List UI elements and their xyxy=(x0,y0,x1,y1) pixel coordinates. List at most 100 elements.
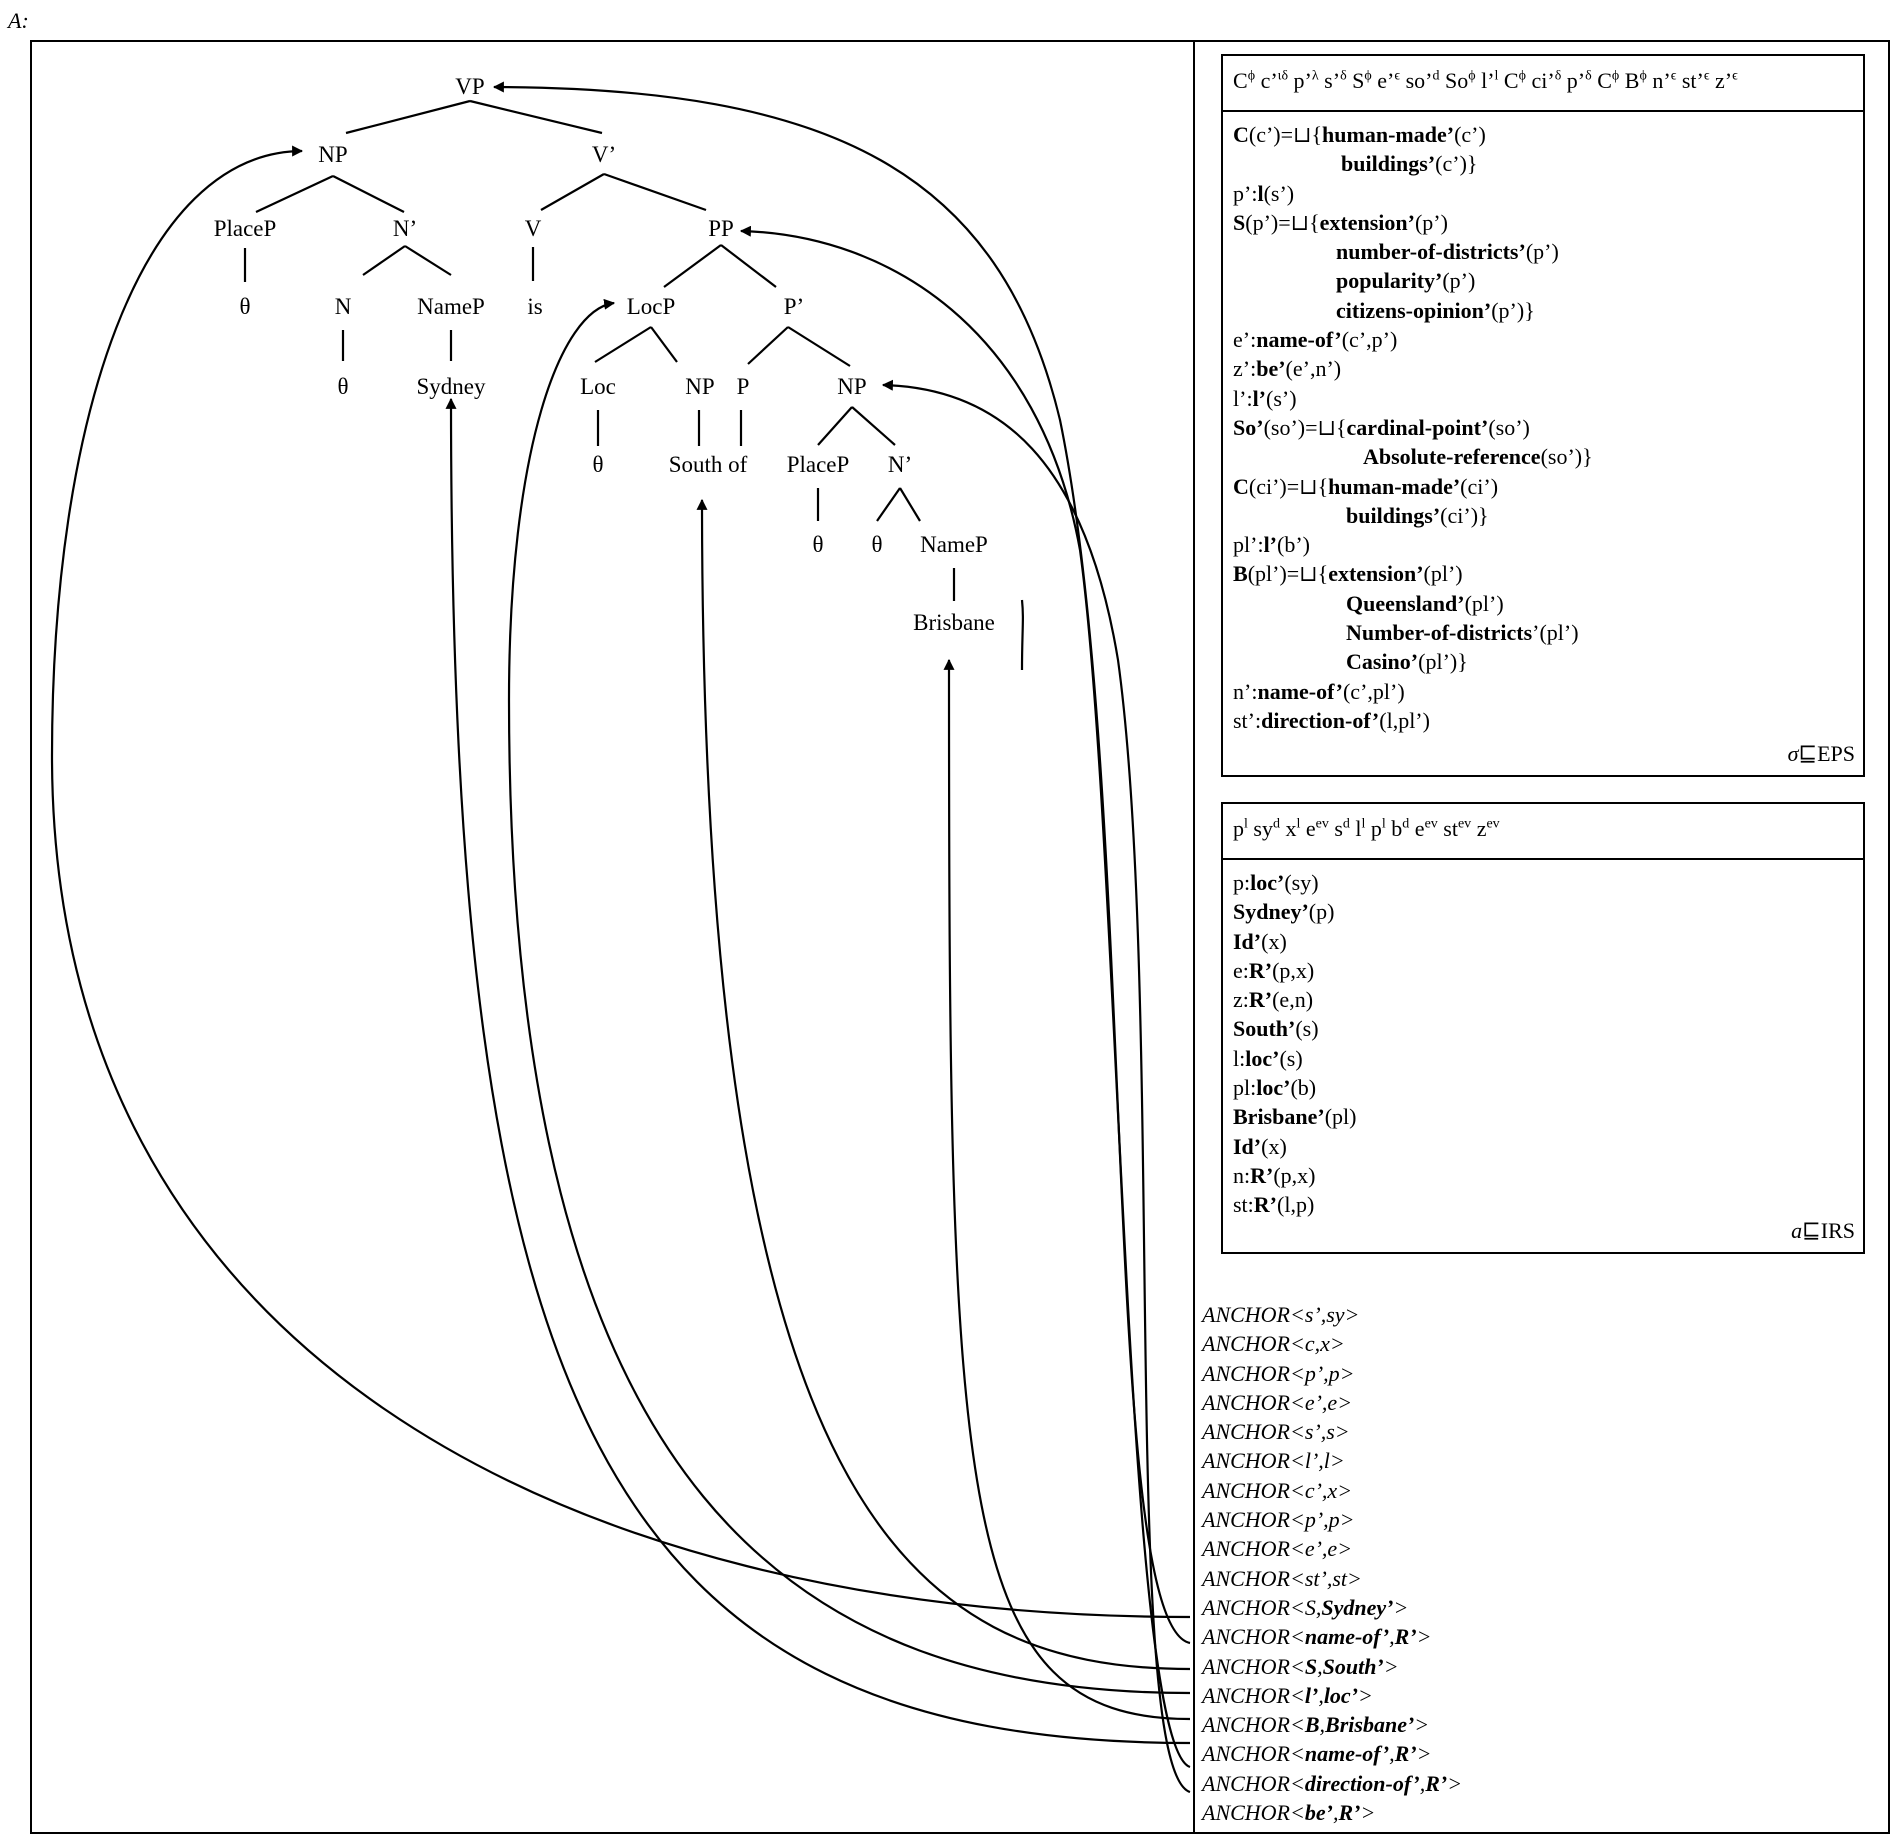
anchor-arrow-direction-of-pp xyxy=(739,225,1191,1769)
condition-line: n:R’(p,x) xyxy=(1233,1162,1316,1188)
condition-line: S(p’)=⊔{extension’(p’) xyxy=(1233,209,1448,235)
anchor-line: ANCHOR<s’,s> xyxy=(1202,1419,1350,1445)
condition-line: p:loc’(sy) xyxy=(1233,870,1319,895)
tree-node-np1: NP xyxy=(318,142,347,167)
tree-edge xyxy=(362,245,406,276)
figure-frame xyxy=(30,40,1890,1834)
condition-line: C(c’)=⊔{human-made’(c’) xyxy=(1233,122,1486,147)
condition-line: l’:l’(s’) xyxy=(1233,385,1297,411)
eps-conditions: C(c’)=⊔{human-made’(c’) buildings’(c’)} p’… xyxy=(1223,112,1863,735)
tree-node-sydney: Sydney xyxy=(417,374,487,399)
irs-label: a⊑IRS xyxy=(1791,1218,1855,1243)
anchor-line: ANCHOR<l’,loc’> xyxy=(1202,1682,1373,1708)
condition-line: Queensland’(pl’) xyxy=(1346,590,1504,616)
condition-line: C(ci’)=⊔{human-made’(ci’) xyxy=(1233,473,1499,499)
tree-edge xyxy=(255,175,334,213)
condition-line: B(pl’)=⊔{extension’(pl’) xyxy=(1233,561,1463,587)
tree-node-nbar2: N’ xyxy=(888,452,912,477)
condition-line: popularity’(p’) xyxy=(1336,268,1476,294)
anchor-line: ANCHOR<name-of’,R’> xyxy=(1202,1741,1432,1767)
tree-edge xyxy=(817,406,853,446)
tree-node-locp: LocP xyxy=(627,294,676,319)
tree-edge xyxy=(332,175,405,213)
condition-line: citizens-opinion’(p’)} xyxy=(1336,297,1535,323)
anchor-arrow-brisbane-np xyxy=(943,658,1191,1721)
eps-header: Cϕ c’ιδ p’λ s’δ Sϕ e’ϵ so’d Soϕ l’l Cϕ c… xyxy=(1223,56,1863,112)
tree-node-n1: N xyxy=(335,294,352,319)
tree-edge xyxy=(663,244,722,288)
tree-edge xyxy=(876,487,901,522)
tree-node-theta1: θ xyxy=(239,294,250,319)
anchor-line: ANCHOR<p’,p> xyxy=(1202,1507,1355,1533)
condition-line: Sydney’(p) xyxy=(1233,899,1335,925)
tree-node-v: V xyxy=(525,216,542,241)
tree-node-loc: Loc xyxy=(580,374,616,399)
tree-edge xyxy=(747,326,789,365)
anchor-line: ANCHOR<be’,R’> xyxy=(1202,1800,1376,1826)
tree-node-np3: NP xyxy=(837,374,866,399)
irs-box: pl syd xl eev sd ll pl bd eev stev zev p… xyxy=(1221,802,1865,1254)
tree-node-is: is xyxy=(527,294,542,319)
condition-line: pl:loc’(b) xyxy=(1233,1075,1317,1101)
anchor-arrow-south-np xyxy=(696,498,1191,1671)
condition-line: number-of-districts’(p’) xyxy=(1336,239,1559,265)
tree-node-namep2: NameP xyxy=(920,532,988,557)
tree-node-placep1: PlaceP xyxy=(214,216,277,241)
tree-node-brisbane: Brisbane xyxy=(913,610,995,635)
anchor-arrow-sydney-np xyxy=(50,145,1191,1619)
tree-edge xyxy=(345,99,471,135)
condition-line: st:R’(l,p) xyxy=(1233,1192,1315,1218)
figure-label: A: xyxy=(8,8,29,33)
condition-line: e:R’(p,x) xyxy=(1233,957,1315,983)
tree-edge xyxy=(594,326,652,363)
anchor-line: ANCHOR<c’,x> xyxy=(1202,1477,1353,1503)
anchor-line: ANCHOR<st’,st> xyxy=(1202,1565,1362,1591)
anchor-line: ANCHOR<c,x> xyxy=(1202,1331,1345,1357)
condition-line: p’:l(s’) xyxy=(1233,180,1295,206)
anchor-line: ANCHOR<name-of’,R’> xyxy=(1202,1624,1432,1650)
condition-line: South’(s) xyxy=(1233,1016,1319,1042)
anchor-line: ANCHOR<S,Sydney’> xyxy=(1202,1594,1409,1620)
anchor-arrow-name-of-vp xyxy=(492,81,1191,1645)
tree-edge xyxy=(720,244,777,288)
condition-line: So’(so’)=⊔{cardinal-point’(so’) xyxy=(1233,414,1530,440)
tree-node-pbar: P’ xyxy=(784,294,804,319)
tree-node-vp: VP xyxy=(455,74,484,99)
anchor-list: ANCHOR<s’,sy> ANCHOR<c,x> ANCHOR<p’,p> ANCH… xyxy=(1202,1300,1462,1827)
anchor-line: ANCHOR<B,Brisbane’> xyxy=(1202,1712,1430,1738)
anchor-arrow-be-np xyxy=(881,379,1191,1794)
anchor-arrow-loc-locp xyxy=(507,298,1191,1695)
tree-edge xyxy=(851,406,896,446)
tree-node-theta3: θ xyxy=(592,452,603,477)
tree-node-nbar1: N’ xyxy=(393,216,417,241)
condition-line: e’:name-of’(c’,p’) xyxy=(1233,327,1398,353)
anchor-line: ANCHOR<l’,l> xyxy=(1202,1448,1345,1474)
condition-line: Id’(x) xyxy=(1233,928,1287,954)
irs-header: pl syd xl eev sd ll pl bd eev stev zev xyxy=(1223,804,1863,860)
tree-node-namep1: NameP xyxy=(417,294,485,319)
condition-line: n’:name-of’(c’,pl’) xyxy=(1233,678,1405,704)
condition-line: Brisbane’(pl) xyxy=(1233,1104,1357,1130)
condition-line: Absolute-reference(so’)} xyxy=(1363,444,1593,470)
anchor-line: ANCHOR<S,South’> xyxy=(1202,1653,1399,1679)
tree-node-theta4: θ xyxy=(812,532,823,557)
condition-line: z:R’(e,n) xyxy=(1233,987,1314,1013)
condition-line: Casino’(pl’)} xyxy=(1346,649,1468,675)
anchor-line: ANCHOR<e’,e> xyxy=(1202,1389,1353,1415)
eps-label: σ⊑EPS xyxy=(1787,741,1855,766)
tree-edge xyxy=(469,99,603,135)
tree-edge xyxy=(603,172,707,212)
condition-line: buildings’(c’)} xyxy=(1341,151,1478,177)
eps-box: Cϕ c’ιδ p’λ s’δ Sϕ e’ϵ so’d Soϕ l’l Cϕ c… xyxy=(1221,54,1865,777)
anchor-line: ANCHOR<s’,sy> xyxy=(1202,1302,1360,1327)
tree-node-theta5: θ xyxy=(871,532,882,557)
tree-edge xyxy=(404,245,452,276)
anchor-arrow-connector xyxy=(1020,599,1024,671)
condition-line: pl’:l’(b’) xyxy=(1233,532,1310,558)
tree-edge xyxy=(899,487,921,522)
tree-node-theta2: θ xyxy=(337,374,348,399)
anchor-line: ANCHOR<direction-of’,R’> xyxy=(1202,1770,1463,1796)
condition-line: Number-of-districts’(pl’) xyxy=(1346,620,1579,646)
tree-node-np2: NP xyxy=(685,374,714,399)
tree-edge xyxy=(787,326,851,367)
